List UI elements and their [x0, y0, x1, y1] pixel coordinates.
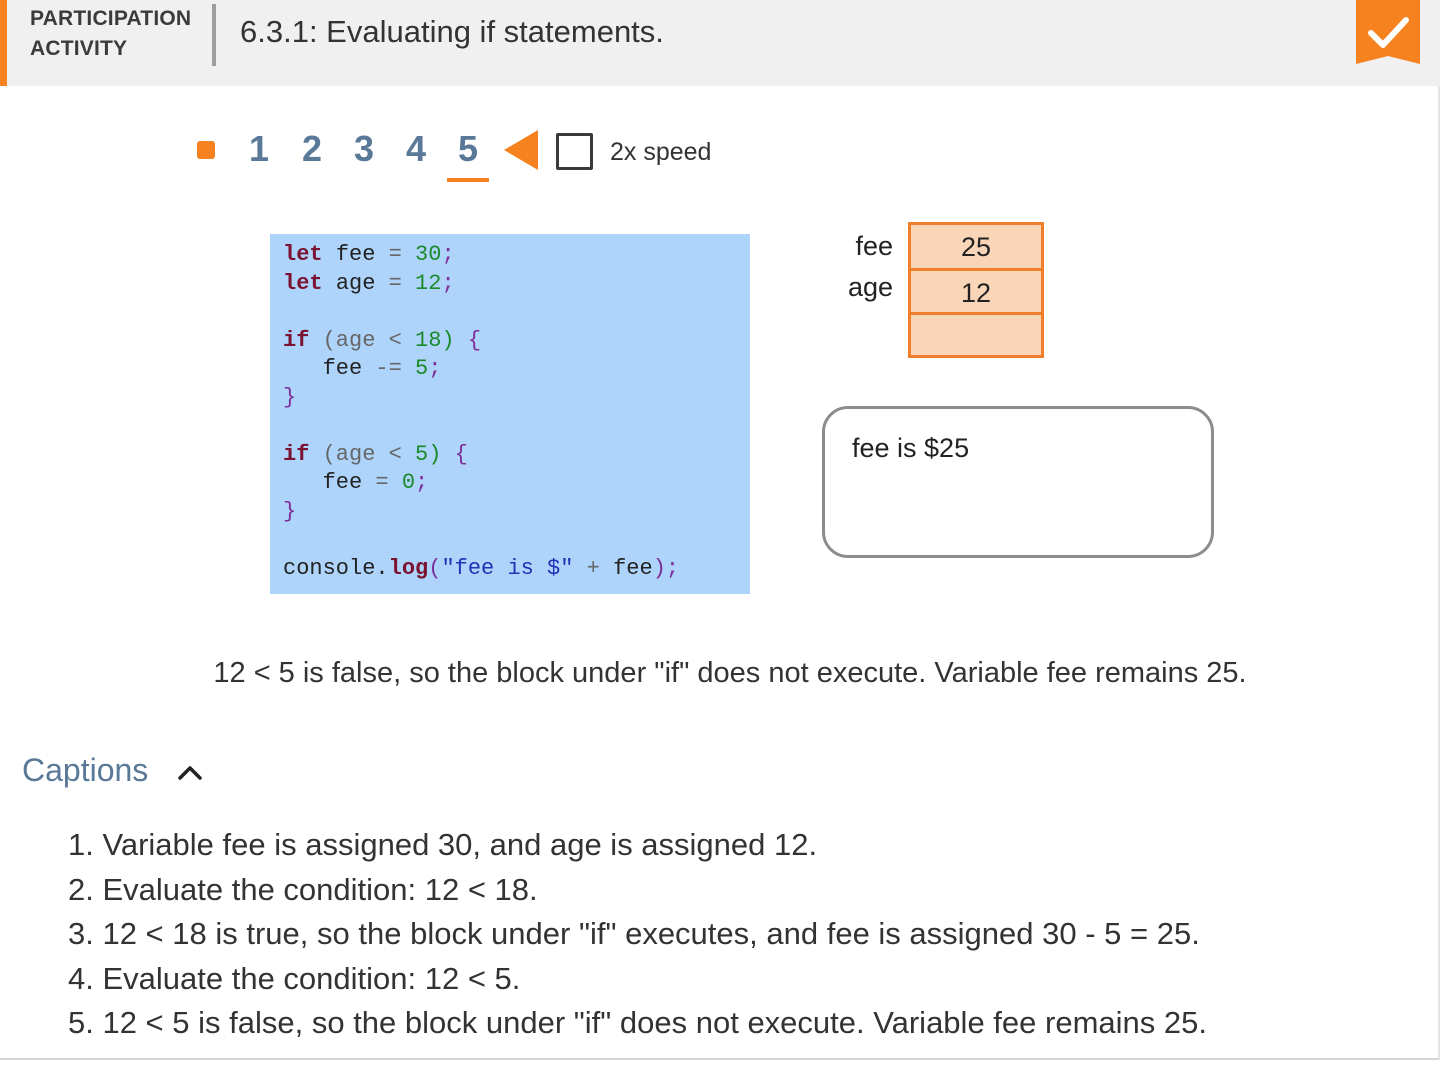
code-line-if1-close: } — [283, 384, 297, 410]
memory-var-name: age — [847, 272, 893, 302]
chevron-up-icon[interactable] — [176, 762, 204, 782]
caption-item: 5. 12 < 5 is false, so the block under "… — [68, 1005, 1207, 1040]
code-line-if1: if (age < 18) { — [283, 327, 482, 353]
code-listing: let fee = 30; let age = 12; if (age < 18… — [283, 241, 679, 583]
memory-cell-divider — [911, 268, 1041, 271]
activity-type-line1: PARTICIPATION — [30, 7, 192, 30]
code-line-2: let age = 12; — [283, 270, 455, 296]
memory-cell-divider — [911, 312, 1041, 315]
header-divider — [212, 4, 216, 66]
keyword: if — [283, 441, 310, 467]
memory-value-cell — [911, 315, 1041, 359]
console-output-text: fee is $25 — [852, 433, 970, 463]
header-accent-bar — [0, 0, 7, 86]
console-output-panel: fee is $25 — [822, 406, 1214, 558]
memory-value-cell: 25 — [960, 232, 992, 262]
memory-value-cell: 12 — [960, 278, 992, 308]
caption-item: 3. 12 < 18 is true, so the block under "… — [68, 916, 1200, 951]
activity-header: PARTICIPATION ACTIVITY 6.3.1: Evaluating… — [0, 0, 1440, 86]
code-line-1: let fee = 30; — [283, 242, 455, 267]
step-button-4[interactable]: 4 — [405, 128, 427, 169]
step-button-3[interactable]: 3 — [353, 128, 375, 169]
keyword: let — [283, 242, 323, 267]
activity-title: 6.3.1: Evaluating if statements. — [240, 14, 664, 49]
code-line-if2-body: fee = 0; — [322, 470, 429, 495]
code-line-if2-close: } — [283, 498, 297, 524]
memory-var-name: fee — [855, 231, 893, 261]
play-backward-icon[interactable] — [504, 130, 538, 170]
keyword: if — [283, 327, 310, 353]
code-panel — [270, 234, 750, 594]
caption-item: 1. Variable fee is assigned 30, and age … — [68, 827, 818, 862]
code-line-if1-body: fee -= 5; — [322, 356, 442, 381]
caption-item: 4. Evaluate the condition: 12 < 5. — [68, 960, 521, 996]
memory-panel: 25 12 — [908, 222, 1044, 358]
active-step-indicator — [447, 178, 489, 182]
caption-item: 2. Evaluate the condition: 12 < 18. — [68, 871, 538, 907]
keyword: let — [283, 270, 323, 296]
activity-type-label: PARTICIPATION ACTIVITY — [30, 4, 210, 64]
step-button-5[interactable]: 5 — [457, 128, 479, 169]
activity-type-line2: ACTIVITY — [30, 37, 128, 60]
speed-checkbox[interactable] — [556, 133, 593, 170]
step-button-2[interactable]: 2 — [301, 128, 323, 169]
step-button-1[interactable]: 1 — [248, 128, 270, 169]
current-step-caption: 12 < 5 is false, so the block under "if"… — [213, 657, 1247, 689]
captions-list: 1. Variable fee is assigned 30, and age … — [68, 823, 1207, 1046]
speed-label: 2x speed — [610, 138, 712, 166]
code-line-if2: if (age < 5) { — [283, 441, 468, 467]
start-step-button[interactable] — [197, 141, 215, 159]
checkmark-icon — [1356, 0, 1420, 64]
code-line-log: console.log("fee is $" + fee); — [283, 555, 680, 581]
captions-toggle[interactable]: Captions — [22, 752, 149, 788]
